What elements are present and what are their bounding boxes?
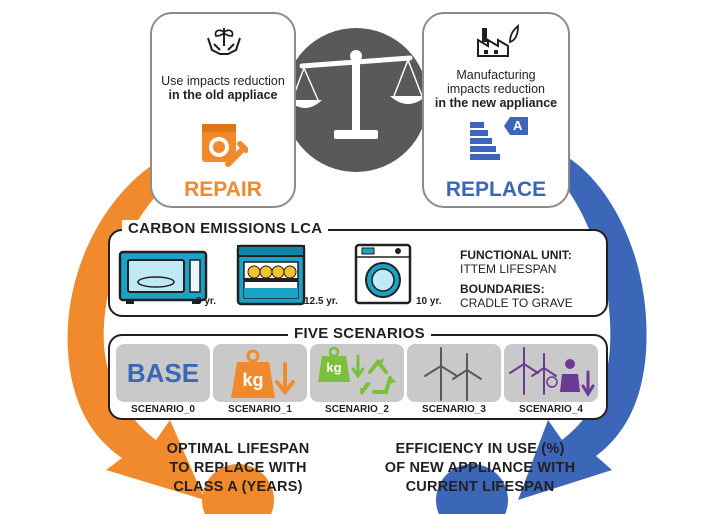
wind-turbine-user-icon bbox=[509, 347, 595, 397]
blue-circle bbox=[436, 464, 508, 514]
efficiency-line2: OF NEW APPLIANCE WITH bbox=[384, 460, 576, 476]
scenario-2-label: SCENARIO_2 bbox=[325, 404, 389, 415]
repair-title: REPAIR bbox=[184, 178, 262, 201]
energy-class-letter: A bbox=[513, 118, 523, 133]
repair-caption: Use impacts reduction in the old appliac… bbox=[152, 74, 294, 102]
weight-reduction-icon bbox=[231, 349, 295, 398]
optimal-lifespan-line3: CLASS A (YEARS) bbox=[173, 479, 303, 495]
scenario-0-label: SCENARIO_0 bbox=[131, 404, 195, 415]
optimal-lifespan-text: OPTIMAL LIFESPAN TO REPLACE WITH CLASS A… bbox=[126, 440, 350, 497]
replace-caption-bold: in the new appliance bbox=[434, 96, 558, 110]
orange-circle bbox=[202, 464, 274, 514]
replace-title: REPLACE bbox=[445, 178, 547, 201]
weight-recycling-icon bbox=[318, 346, 396, 396]
scenario-3-tile bbox=[407, 344, 501, 402]
functional-unit-label: FUNCTIONAL UNIT: bbox=[460, 248, 572, 262]
replace-card: Manufacturing impacts reduction in the n… bbox=[422, 12, 570, 208]
scenarios-title: FIVE SCENARIOS bbox=[288, 325, 431, 342]
repair-caption-bold: in the old appliace bbox=[168, 88, 278, 102]
boundaries-value: CRADLE TO GRAVE bbox=[460, 296, 573, 310]
microwave-icon bbox=[118, 250, 208, 304]
scenario-4-label: SCENARIO_4 bbox=[519, 404, 583, 415]
repair-arrow bbox=[67, 148, 205, 500]
scenario-3-label: SCENARIO_3 bbox=[422, 404, 486, 415]
microwave-lifespan: 8 yr. bbox=[196, 296, 217, 307]
energy-class-badge: A bbox=[504, 117, 528, 135]
hands-plant-icon bbox=[207, 28, 241, 55]
functional-unit: FUNCTIONAL UNIT: ITTEM LIFESPAN BOUNDARI… bbox=[460, 248, 573, 310]
recycling-kg-text: kg bbox=[326, 360, 342, 375]
scenario-1-label: SCENARIO_1 bbox=[228, 404, 292, 415]
repair-caption-line: Use impacts reduction bbox=[161, 74, 285, 88]
base-icon: BASE bbox=[126, 358, 200, 388]
factory-leaf-icon bbox=[477, 23, 519, 57]
optimal-lifespan-line2: TO REPLACE WITH bbox=[169, 460, 307, 476]
replace-caption: Manufacturing impacts reduction in the n… bbox=[424, 68, 568, 110]
scenario-2-tile: kg bbox=[310, 344, 404, 402]
washing-machine-lifespan: 10 yr. bbox=[416, 296, 442, 307]
functional-unit-value: ITTEM LIFESPAN bbox=[460, 262, 557, 276]
weight-kg-text: kg bbox=[242, 370, 264, 390]
replace-caption-line2: impacts reduction bbox=[447, 82, 545, 96]
washing-machine-icon bbox=[354, 243, 412, 305]
balance-scale-icon bbox=[288, 50, 426, 139]
efficiency-in-use-text: EFFICIENCY IN USE (%) OF NEW APPLIANCE W… bbox=[364, 440, 596, 497]
scenario-4-tile bbox=[504, 344, 598, 402]
dishwasher-lifespan: 12.5 yr. bbox=[304, 296, 338, 307]
efficiency-line1: EFFICIENCY IN USE (%) bbox=[395, 441, 565, 457]
replace-arrow bbox=[518, 150, 647, 500]
wind-turbine-icon bbox=[424, 347, 482, 401]
dishwasher-icon bbox=[236, 244, 306, 306]
replace-caption-line1: Manufacturing bbox=[456, 68, 536, 82]
repair-card: Use impacts reduction in the old appliac… bbox=[150, 12, 296, 208]
washer-wrench-icon bbox=[202, 124, 248, 167]
scenario-0-tile: BASE bbox=[116, 344, 210, 402]
efficiency-line3: CURRENT LIFESPAN bbox=[405, 479, 555, 495]
boundaries-label: BOUNDARIES: bbox=[460, 282, 545, 296]
lca-title: CARBON EMISSIONS LCA bbox=[122, 220, 329, 237]
optimal-lifespan-line1: OPTIMAL LIFESPAN bbox=[166, 441, 310, 457]
energy-label-icon bbox=[470, 122, 500, 160]
scenario-1-tile: kg bbox=[213, 344, 307, 402]
